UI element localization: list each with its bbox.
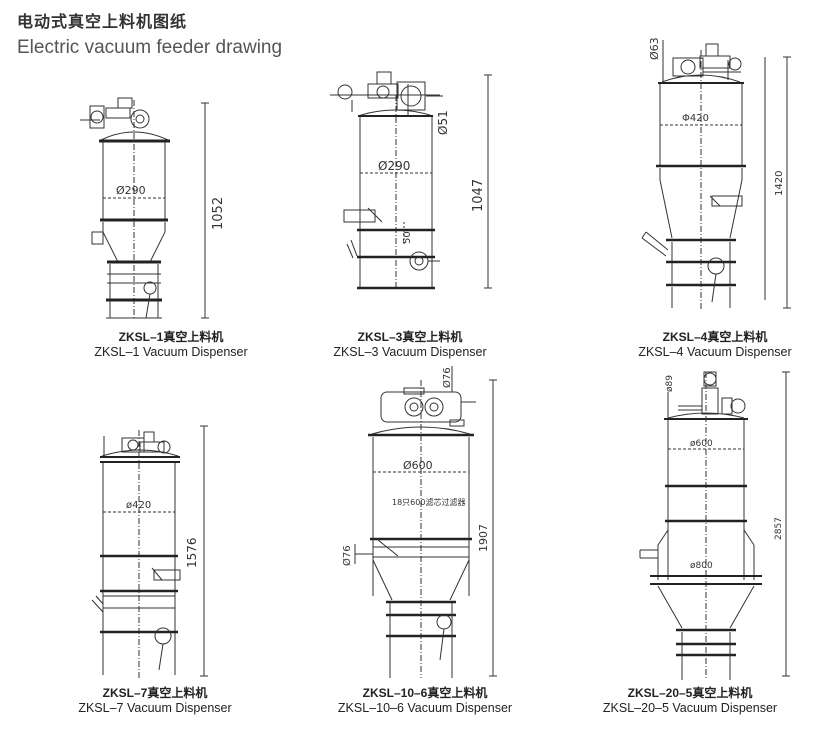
zksl3-side-label: 50: [402, 231, 413, 244]
zksl3-top-label: Ø51: [436, 110, 450, 135]
caption-en: ZKSL–3 Vacuum Dispenser: [333, 345, 487, 359]
page-title-chinese: 电动式真空上料机图纸: [17, 12, 188, 31]
drawing-zksl-7: [91, 425, 208, 680]
page-title-english: Electric vacuum feeder drawing: [17, 37, 283, 58]
caption-zksl-10-6: ZKSL–10–6真空上料机 ZKSL–10–6 Vacuum Dispense…: [310, 686, 540, 716]
caption-zksl-4: ZKSL–4真空上料机 ZKSL–4 Vacuum Dispenser: [610, 330, 820, 360]
caption-zksl-1: ZKSL–1真空上料机 ZKSL–1 Vacuum Dispenser: [66, 330, 276, 360]
caption-en: ZKSL–10–6 Vacuum Dispenser: [337, 701, 513, 715]
caption-cn: ZKSL–7真空上料机: [102, 686, 208, 700]
caption-zksl-3: ZKSL–3真空上料机 ZKSL–3 Vacuum Dispenser: [305, 330, 515, 360]
drawing-zksl-1: [80, 97, 209, 320]
zksl10-side-label: Ø76: [341, 545, 353, 566]
caption-zksl-20-5: ZKSL–20–5真空上料机 ZKSL–20–5 Vacuum Dispense…: [580, 686, 800, 716]
zksl1-diameter-label: Ø290: [116, 184, 146, 197]
zksl10-height-label: 1907: [477, 524, 490, 552]
zksl4-diameter-label: Φ420: [682, 113, 709, 124]
zksl4-top-label: Ø63: [648, 37, 661, 60]
drawing-zksl-4: [641, 40, 791, 310]
zksl10-diameter-label: Ø600: [403, 459, 433, 472]
zksl7-height-label: 1576: [185, 537, 199, 568]
drawing-zksl-20-5: [639, 371, 790, 680]
zksl3-height-label: 1047: [471, 179, 486, 212]
zksl4-height-label: 1420: [774, 171, 785, 196]
zksl3-diameter-label: Ø290: [378, 159, 410, 173]
zksl20-top-label: ø89: [665, 375, 675, 392]
zksl20-lower-label: ø800: [690, 561, 713, 571]
caption-en: ZKSL–1 Vacuum Dispenser: [94, 345, 248, 359]
caption-cn: ZKSL–10–6真空上料机: [362, 686, 488, 700]
zksl7-diameter-label: ø420: [126, 500, 151, 511]
caption-cn: ZKSL–3真空上料机: [357, 330, 463, 344]
zksl20-height-label: 2857: [774, 517, 784, 540]
caption-cn: ZKSL–1真空上料机: [118, 330, 224, 344]
caption-en: ZKSL–20–5 Vacuum Dispenser: [602, 701, 778, 715]
zksl10-body-label: 18只600滤芯过滤器: [392, 497, 465, 507]
caption-cn: ZKSL–20–5真空上料机: [627, 686, 753, 700]
caption-cn: ZKSL–4真空上料机: [662, 330, 768, 344]
drawing-zksl-3: [330, 71, 492, 290]
zksl1-height-label: 1052: [211, 197, 226, 230]
caption-en: ZKSL–7 Vacuum Dispenser: [78, 701, 232, 715]
drawing-zksl-10-6: [354, 366, 497, 678]
caption-zksl-7: ZKSL–7真空上料机 ZKSL–7 Vacuum Dispenser: [50, 686, 260, 716]
zksl10-top-label: Ø76: [441, 367, 453, 388]
caption-en: ZKSL–4 Vacuum Dispenser: [638, 345, 792, 359]
zksl20-diameter-label: ø600: [690, 439, 713, 449]
